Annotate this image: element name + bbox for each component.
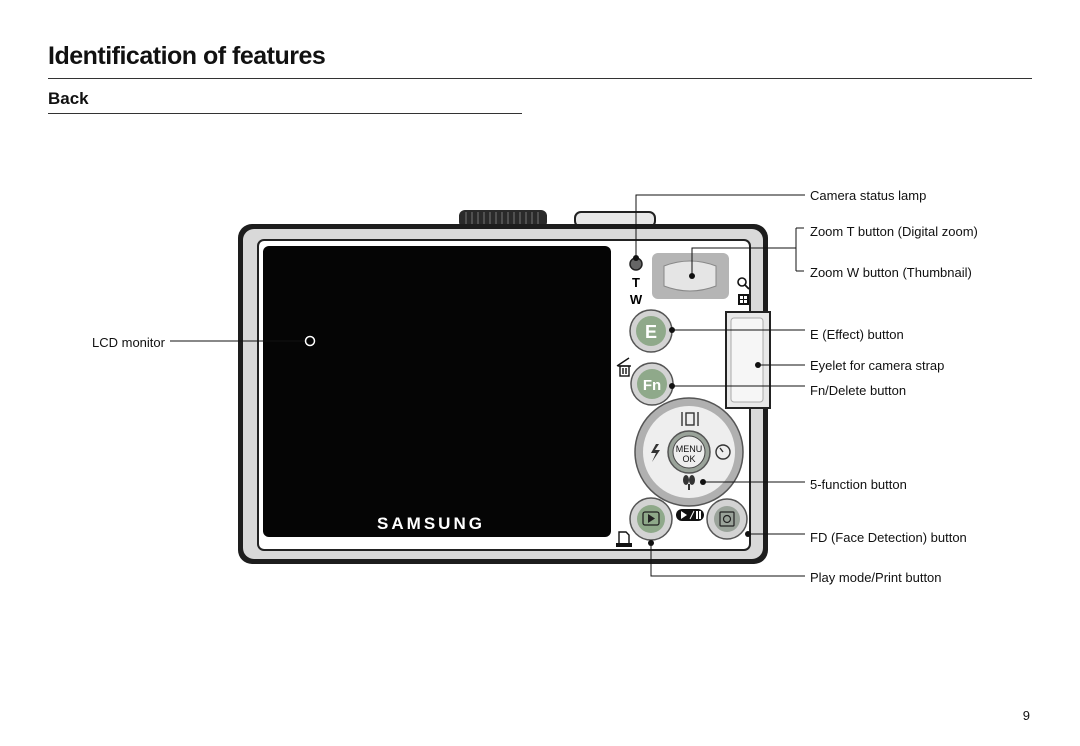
- label-camera-status-lamp: Camera status lamp: [810, 188, 927, 203]
- label-zoom-w: Zoom W button (Thumbnail): [810, 265, 972, 280]
- lcd-monitor: [263, 246, 611, 537]
- thumbnail-icon: [738, 294, 749, 305]
- callout-dots: [633, 255, 761, 546]
- magnify-icon: [737, 277, 750, 290]
- zoom-w-label: W: [630, 292, 643, 307]
- page-title: Identification of features: [48, 42, 326, 70]
- flash-icon: [651, 444, 660, 462]
- title-divider: [48, 78, 1032, 79]
- section-title: Back: [48, 89, 89, 108]
- ok-label: OK: [682, 454, 695, 464]
- fn-button-label: Fn: [643, 377, 661, 394]
- section-divider: [48, 113, 522, 114]
- display-icon: [681, 412, 699, 426]
- print-icon: [616, 531, 632, 547]
- brand-logo: SAMSUNG: [377, 514, 485, 533]
- effect-button-label: E: [645, 322, 657, 342]
- zoom-t-label: T: [632, 275, 640, 290]
- macro-icon: [683, 475, 695, 490]
- label-fd-button: FD (Face Detection) button: [810, 530, 967, 545]
- trash-icon: [616, 357, 631, 377]
- play-icon: [642, 511, 660, 526]
- callout-leaders: [170, 194, 805, 577]
- fn-button: [637, 369, 667, 399]
- label-effect-button: E (Effect) button: [810, 327, 904, 342]
- label-fn-delete: Fn/Delete button: [810, 383, 907, 398]
- label-five-function: 5-function button: [810, 477, 907, 492]
- menu-ok-button: [672, 435, 706, 469]
- page-number: 9: [1022, 708, 1030, 723]
- zoom-dial: [459, 210, 547, 228]
- fd-button: [714, 506, 740, 532]
- effect-button: [636, 316, 666, 346]
- timer-icon: [715, 444, 731, 460]
- face-detection-icon: [719, 511, 735, 527]
- label-play-print: Play mode/Print button: [810, 570, 942, 585]
- lcd-callout-marker: [304, 335, 316, 347]
- menu-label: MENU: [676, 444, 703, 454]
- label-zoom-t: Zoom T button (Digital zoom): [810, 224, 978, 239]
- label-lcd-monitor: LCD monitor: [92, 335, 165, 350]
- label-eyelet: Eyelet for camera strap: [810, 358, 945, 373]
